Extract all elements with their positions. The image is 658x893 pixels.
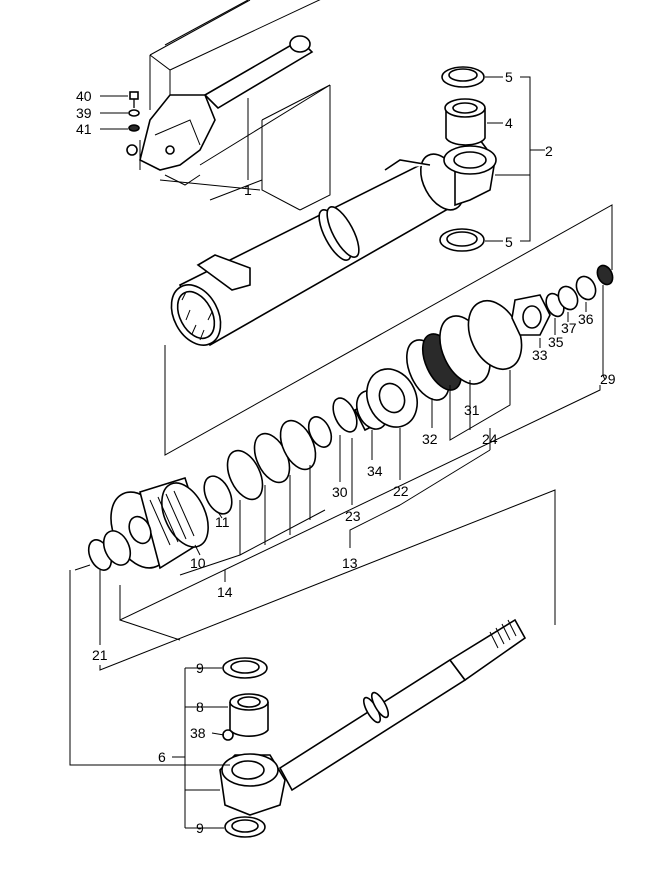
machine-frame-drawing — [139, 0, 331, 211]
callout-30: 30 — [332, 484, 348, 500]
callout-38: 38 — [190, 725, 206, 741]
callout-29: 29 — [600, 371, 616, 387]
callout-23: 23 — [345, 508, 361, 524]
callout-4: 4 — [505, 115, 513, 131]
leader-lines — [69, 76, 613, 829]
callout-21: 21 — [92, 647, 108, 663]
bolt-washer-set — [128, 91, 140, 132]
callout-33: 33 — [532, 347, 548, 363]
callout-40: 40 — [76, 88, 92, 104]
callout-22: 22 — [393, 483, 409, 499]
callout-5-top: 5 — [505, 69, 513, 85]
callout-35: 35 — [548, 334, 564, 350]
callout-24: 24 — [482, 431, 498, 447]
top-bushings — [439, 66, 486, 252]
callout-32: 32 — [422, 431, 438, 447]
callout-34: 34 — [367, 463, 383, 479]
callout-labels: 40 39 41 1 5 4 2 5 29 36 37 35 33 31 32 … — [76, 69, 616, 836]
callout-9-top: 9 — [196, 660, 204, 676]
callout-5-bottom: 5 — [505, 234, 513, 250]
callout-6: 6 — [158, 749, 166, 765]
piston-rod — [219, 618, 527, 816]
callout-2: 2 — [545, 143, 553, 159]
callout-41: 41 — [76, 121, 92, 137]
installed-cylinder-drawing — [126, 35, 314, 186]
piston-kit — [87, 264, 614, 571]
bottom-bushings — [222, 657, 269, 838]
callout-1: 1 — [244, 182, 252, 198]
callout-13: 13 — [342, 555, 358, 571]
callout-31: 31 — [464, 402, 480, 418]
callout-37: 37 — [561, 320, 577, 336]
cylinder-tube — [170, 139, 497, 347]
callout-10: 10 — [190, 555, 206, 571]
callout-11: 11 — [215, 514, 230, 530]
callout-9-bottom: 9 — [196, 820, 204, 836]
callout-39: 39 — [76, 105, 92, 121]
callout-14: 14 — [217, 584, 233, 600]
callout-8: 8 — [196, 699, 204, 715]
callout-36: 36 — [578, 311, 594, 327]
